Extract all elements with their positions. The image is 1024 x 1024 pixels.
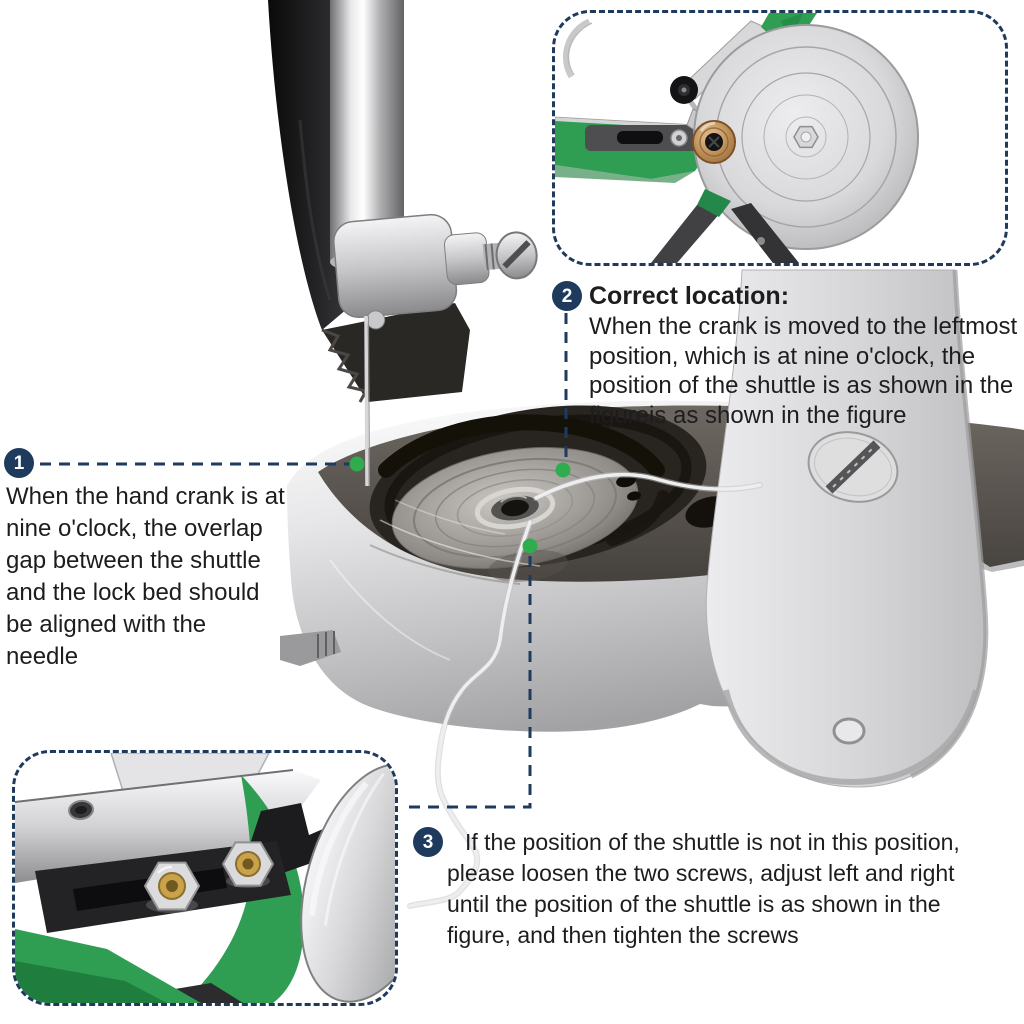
paddle-screw (807, 431, 899, 503)
callout-1-line: nine o'clock, the overlap (6, 515, 263, 542)
callout-2-line: figureis as shown in the figure (589, 401, 907, 429)
callout-2-text: Correct location: When the crank is move… (589, 280, 1017, 430)
paddle-hole (832, 717, 866, 745)
needle (364, 315, 370, 487)
inset-adjustment-screws-photo (12, 750, 398, 1006)
callout-1-line: When the hand crank is at (6, 483, 285, 510)
callout-1-badge: 1 (4, 448, 34, 478)
callout-1-text: When the hand crank is at nine o'clock, … (6, 481, 285, 673)
callout-3-line: until the position of the shuttle is as … (447, 891, 941, 917)
callout-2-number: 2 (561, 285, 573, 307)
presser-paddle (705, 269, 989, 788)
callout-3-number: 3 (422, 831, 434, 853)
callout-2-line: position, which is at nine o'clock, the (589, 342, 976, 370)
callout-2-line: When the crank is moved to the leftmost (589, 313, 1018, 340)
inset-hand-crank-photo (552, 10, 1008, 266)
callout-1-number: 1 (13, 452, 25, 474)
hex-screw-left (143, 861, 201, 911)
callout-3-line: please loosen the two screws, adjust lef… (447, 860, 955, 886)
callout-1-line: be aligned with the (6, 611, 207, 638)
callout-3-badge: 3 (413, 827, 443, 857)
callout-2-badge: 2 (552, 281, 582, 311)
stand-leg (731, 203, 799, 263)
shuttle-adjustment-screws-photo (15, 753, 395, 1003)
callout-1-line: gap between the shuttle (6, 547, 261, 574)
callout-2-title: Correct location: (589, 282, 790, 310)
hand-crank-wheel-photo (555, 13, 919, 263)
callout-3-text: If the position of the shuttle is not in… (447, 827, 960, 951)
slide-bar (15, 770, 321, 883)
shuttle-race (378, 414, 665, 478)
needle-clamp (333, 213, 538, 330)
crank-wheel (693, 24, 919, 250)
callout-3-line: If the position of the shuttle is not in… (465, 829, 960, 855)
callout-1-line: needle (6, 643, 79, 670)
hex-screw-right (221, 841, 275, 887)
stand-leg (651, 195, 727, 263)
callout-2-line: position of the shuttle is as shown in t… (589, 372, 1014, 399)
callout-3-line: figure, and then tighten the screws (447, 922, 799, 948)
callout-1-line: and the lock bed should (6, 579, 260, 606)
wheel-edge (300, 763, 395, 1003)
shuttle-bobbin (391, 447, 639, 569)
thread-guide-wire (562, 18, 591, 79)
wooden-crank-knob (692, 120, 736, 164)
cast-bracket (249, 803, 323, 873)
